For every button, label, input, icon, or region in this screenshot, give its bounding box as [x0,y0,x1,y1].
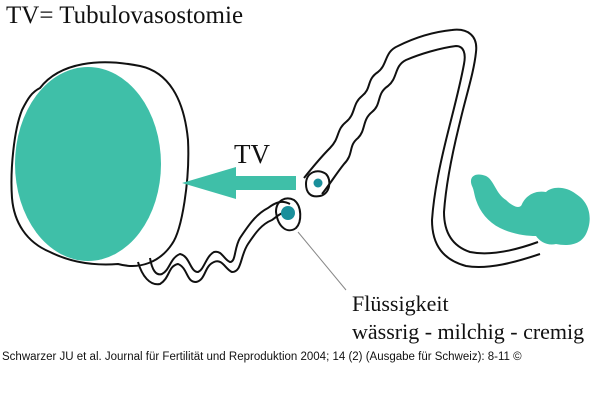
testis-oval [15,67,161,261]
tubule-lower-inner [149,200,291,276]
fluid-leader-line [297,231,347,291]
tubule-lower-outer [137,211,291,286]
upper-node-capsule [304,170,331,198]
citation-text: Schwarzer JU et al. Journal für Fertilit… [2,351,522,363]
upper-node-dot [313,178,323,188]
seminal-vesicle-blob [470,174,590,245]
lower-node-dot [281,206,295,220]
fluid-label: Flüssigkeit wässrig - milchig - cremig [352,290,584,346]
fluid-label-line1: Flüssigkeit [352,291,449,316]
lower-node-capsule [274,197,302,232]
tv-arrow-label: TV [234,139,270,169]
vas-deferens-inner [321,44,541,269]
vas-deferens-outer [303,28,539,255]
epididymis-outline [10,61,190,267]
tv-arrow [182,167,296,199]
fluid-label-line2: wässrig - milchig - cremig [352,319,585,344]
diagram-title: TV= Tubulovasostomie [6,2,244,29]
